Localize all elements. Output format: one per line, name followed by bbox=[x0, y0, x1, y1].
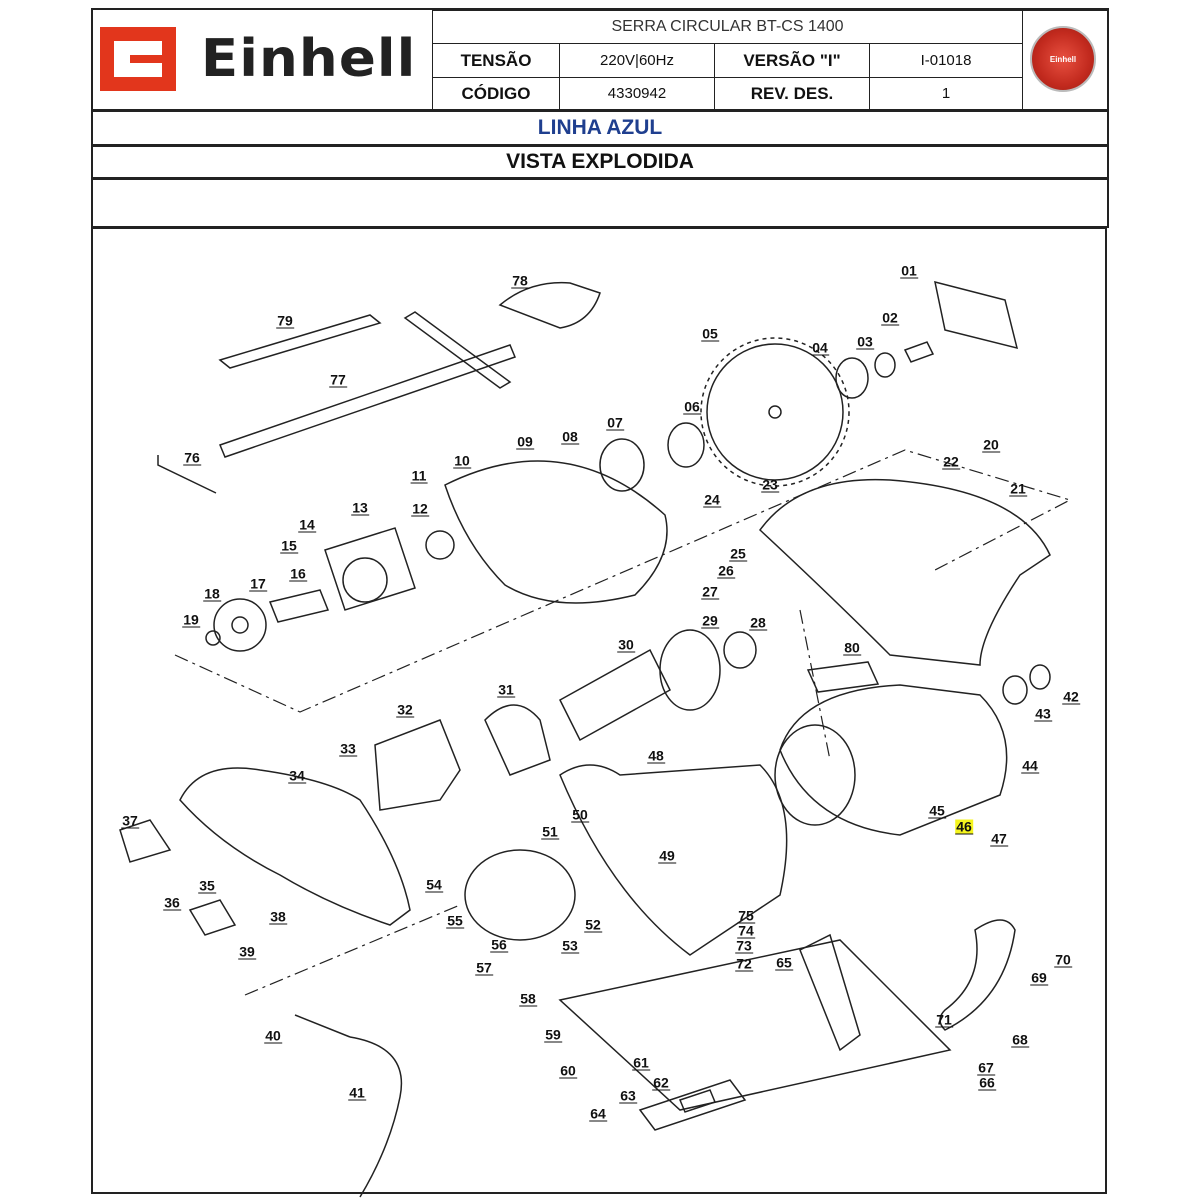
part-label-30: 30 bbox=[617, 636, 635, 653]
part-label-57: 57 bbox=[475, 959, 493, 976]
part-label-35: 35 bbox=[198, 877, 216, 894]
einhell-logo: Einhell bbox=[94, 12, 430, 106]
part-label-65: 65 bbox=[775, 954, 793, 971]
part-label-40: 40 bbox=[264, 1027, 282, 1044]
part-label-53: 53 bbox=[561, 937, 579, 954]
part-label-25: 25 bbox=[729, 545, 747, 562]
part-label-23: 23 bbox=[761, 476, 779, 493]
part-label-48: 48 bbox=[647, 747, 665, 764]
logo-mark-icon bbox=[100, 27, 176, 91]
part-label-07: 07 bbox=[606, 414, 624, 431]
einhell-seal: Einhell bbox=[1030, 26, 1096, 92]
part-label-33: 33 bbox=[339, 740, 357, 757]
part-label-80: 80 bbox=[843, 639, 861, 656]
part-label-76: 76 bbox=[183, 449, 201, 466]
part-label-05: 05 bbox=[701, 325, 719, 342]
part-label-68: 68 bbox=[1011, 1031, 1029, 1048]
part-label-71: 71 bbox=[935, 1011, 953, 1028]
part-label-74: 74 bbox=[737, 922, 755, 939]
part-label-42: 42 bbox=[1062, 688, 1080, 705]
part-label-70: 70 bbox=[1054, 951, 1072, 968]
brand-name: Einhell bbox=[200, 29, 417, 89]
part-label-46: 46 bbox=[955, 818, 973, 835]
part-label-24: 24 bbox=[703, 491, 721, 508]
part-label-47: 47 bbox=[990, 830, 1008, 847]
part-label-34: 34 bbox=[288, 767, 306, 784]
part-label-78: 78 bbox=[511, 272, 529, 289]
part-label-03: 03 bbox=[856, 333, 874, 350]
seal-text: Einhell bbox=[1049, 54, 1077, 64]
part-label-08: 08 bbox=[561, 428, 579, 445]
part-label-26: 26 bbox=[717, 562, 735, 579]
part-label-15: 15 bbox=[280, 537, 298, 554]
part-label-19: 19 bbox=[182, 611, 200, 628]
part-label-52: 52 bbox=[584, 916, 602, 933]
part-label-64: 64 bbox=[589, 1105, 607, 1122]
part-label-37: 37 bbox=[121, 812, 139, 829]
part-label-32: 32 bbox=[396, 701, 414, 718]
part-label-12: 12 bbox=[411, 500, 429, 517]
part-label-17: 17 bbox=[249, 575, 267, 592]
part-label-79: 79 bbox=[276, 312, 294, 329]
part-label-13: 13 bbox=[351, 499, 369, 516]
part-label-36: 36 bbox=[163, 894, 181, 911]
part-label-31: 31 bbox=[497, 681, 515, 698]
part-label-60: 60 bbox=[559, 1062, 577, 1079]
part-label-38: 38 bbox=[269, 908, 287, 925]
part-label-61: 61 bbox=[632, 1054, 650, 1071]
part-label-27: 27 bbox=[701, 583, 719, 600]
part-label-20: 20 bbox=[982, 436, 1000, 453]
part-label-01: 01 bbox=[900, 262, 918, 279]
part-label-50: 50 bbox=[571, 806, 589, 823]
part-label-62: 62 bbox=[652, 1074, 670, 1091]
part-label-09: 09 bbox=[516, 433, 534, 450]
part-label-77: 77 bbox=[329, 371, 347, 388]
part-label-22: 22 bbox=[942, 453, 960, 470]
saw-blade bbox=[706, 343, 844, 481]
part-label-55: 55 bbox=[446, 912, 464, 929]
part-label-02: 02 bbox=[881, 309, 899, 326]
part-label-73: 73 bbox=[735, 937, 753, 954]
part-label-43: 43 bbox=[1034, 705, 1052, 722]
seal-cell bbox=[1022, 10, 1108, 110]
part-label-72: 72 bbox=[735, 955, 753, 972]
part-label-67: 67 bbox=[977, 1059, 995, 1076]
part-label-39: 39 bbox=[238, 943, 256, 960]
part-label-14: 14 bbox=[298, 516, 316, 533]
part-label-49: 49 bbox=[658, 847, 676, 864]
part-label-66: 66 bbox=[978, 1074, 996, 1091]
part-label-10: 10 bbox=[453, 452, 471, 469]
part-label-54: 54 bbox=[425, 876, 443, 893]
part-label-58: 58 bbox=[519, 990, 537, 1007]
part-label-44: 44 bbox=[1021, 757, 1039, 774]
part-label-75: 75 bbox=[737, 907, 755, 924]
part-label-04: 04 bbox=[811, 339, 829, 356]
part-label-69: 69 bbox=[1030, 969, 1048, 986]
part-label-29: 29 bbox=[701, 612, 719, 629]
part-label-41: 41 bbox=[348, 1084, 366, 1101]
part-label-45: 45 bbox=[928, 802, 946, 819]
part-label-16: 16 bbox=[289, 565, 307, 582]
part-label-28: 28 bbox=[749, 614, 767, 631]
part-label-59: 59 bbox=[544, 1026, 562, 1043]
exploded-view-diagram bbox=[91, 227, 1107, 1194]
part-label-06: 06 bbox=[683, 398, 701, 415]
part-label-51: 51 bbox=[541, 823, 559, 840]
part-label-63: 63 bbox=[619, 1087, 637, 1104]
part-label-21: 21 bbox=[1009, 480, 1027, 497]
part-label-18: 18 bbox=[203, 585, 221, 602]
part-label-11: 11 bbox=[410, 467, 428, 484]
part-label-56: 56 bbox=[490, 936, 508, 953]
